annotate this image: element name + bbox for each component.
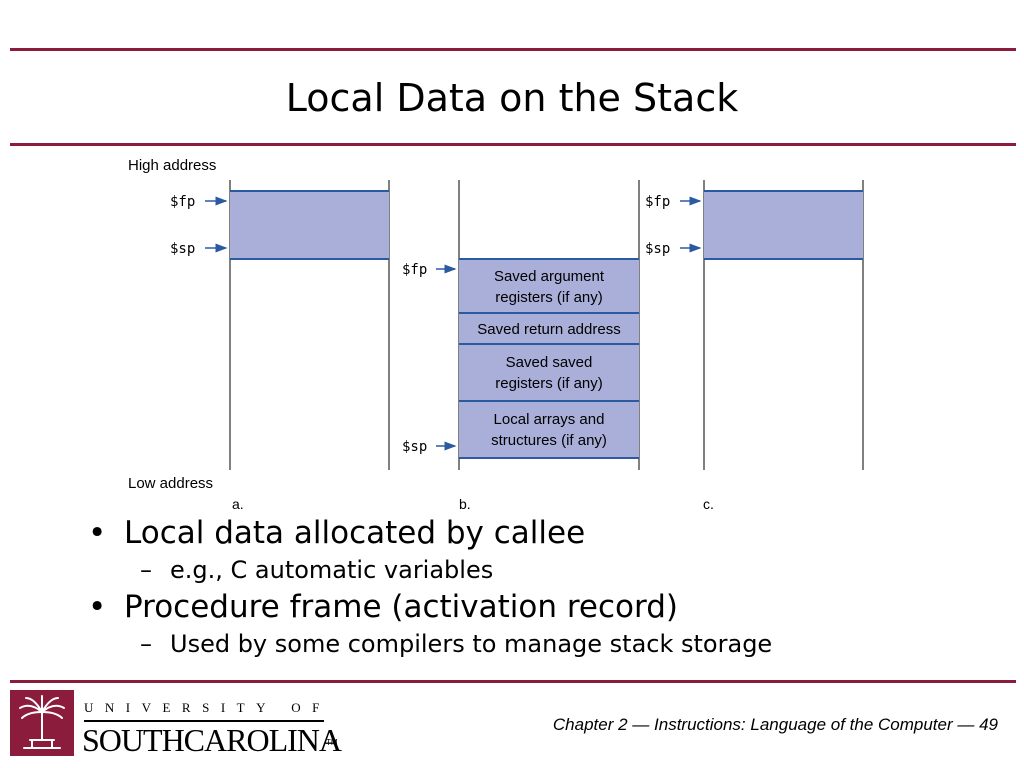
south-carolina-wordmark: SOUTHCAROLINA [82,722,342,758]
trademark-mark: TM [326,738,338,747]
frame-section-text: Saved argument [494,268,605,285]
panel-a: $fp $sp a. [170,180,390,512]
bullet-text: Procedure frame (activation record) [124,589,678,625]
bullet-dot-icon: • [88,589,107,625]
frame-section-text: structures (if any) [491,432,607,449]
panel-label-c: c. [703,496,714,512]
footer-rule [10,680,1016,683]
frame-section-text: Local arrays and [494,411,605,428]
top-rule [10,48,1016,51]
bullet-item: • Local data allocated by callee [88,512,988,554]
high-address-label: High address [128,157,216,174]
panel-label-b: b. [459,496,471,512]
frame-section-return-address: Saved return address [477,321,620,338]
frame-section-arguments: Saved argument registers (if any) [494,268,605,306]
bullet-item: • Procedure frame (activation record) [88,586,988,628]
panel-b: Saved argument registers (if any) Saved … [402,180,640,512]
stack-diagram: High address Low address $fp $sp a. Save… [128,157,864,512]
dash-icon: – [140,630,152,658]
sp-pointer-c: $sp [645,241,670,257]
frame-b [459,259,639,458]
bullet-dot-icon: • [88,515,107,551]
frame-section-text: registers (if any) [495,289,603,306]
logo-rule [84,720,324,722]
frame-section-text: Saved saved [506,354,593,371]
frame-section-local-arrays: Local arrays and structures (if any) [491,411,607,449]
sp-pointer-a: $sp [170,241,195,257]
palmetto-tree-icon [10,690,74,756]
frame-section-text: registers (if any) [495,375,603,392]
frame-section-text: Saved return address [477,321,620,338]
frame-c [704,191,863,259]
title-rule [10,143,1016,146]
sub-bullet-item: – e.g., C automatic variables [88,554,988,586]
fp-pointer-b: $fp [402,262,427,278]
panel-label-a: a. [232,496,244,512]
low-address-label: Low address [128,475,213,492]
panel-c: $fp $sp c. [645,180,864,512]
footer-chapter-text: Chapter 2 — Instructions: Language of th… [552,715,998,734]
slide-title: Local Data on the Stack [285,76,739,120]
dash-icon: – [140,556,152,584]
bullet-list: • Local data allocated by callee – e.g.,… [88,512,988,660]
fp-pointer-a: $fp [170,194,195,210]
frame-section-saved-registers: Saved saved registers (if any) [495,354,603,392]
bullet-text: Local data allocated by callee [124,515,586,551]
sub-bullet-text: Used by some compilers to manage stack s… [170,630,773,658]
fp-pointer-c: $fp [645,194,670,210]
sub-bullet-item: – Used by some compilers to manage stack… [88,628,988,660]
sub-bullet-text: e.g., C automatic variables [170,556,494,584]
frame-a [230,191,389,259]
university-of-text: UNIVERSITY OF [84,700,331,715]
sp-pointer-b: $sp [402,439,427,455]
